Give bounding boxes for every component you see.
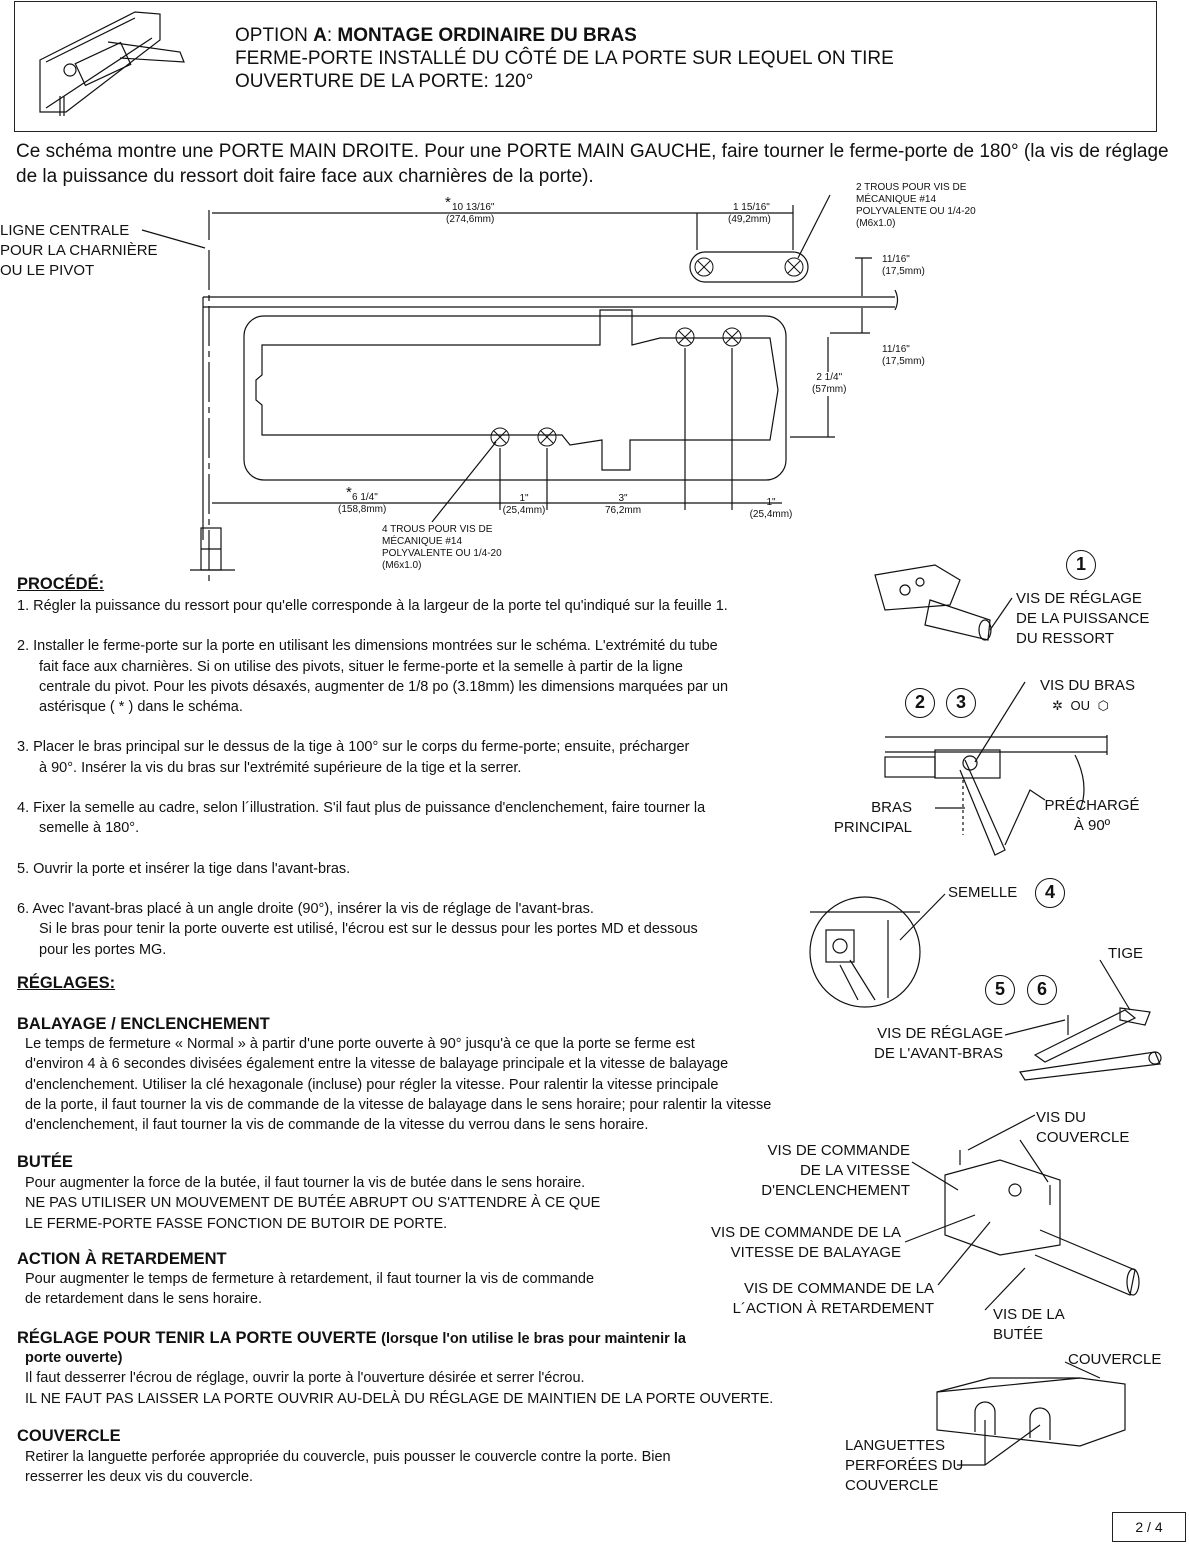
header-thumbnail-illustration (39, 11, 185, 116)
two-holes-note: 2 TROUS POUR VIS DE MÉCANIQUE #14 POLYVA… (856, 182, 976, 229)
label-precharge: PRÉCHARGÉ À 90º (1044, 797, 1140, 834)
label-vis-couvercle: VIS DU COUVERCLE (1036, 1109, 1130, 1146)
butee-text: Pour augmenter la force de la butée, il … (25, 1175, 601, 1232)
label-couvercle: COUVERCLE (1068, 1351, 1162, 1368)
procedure-heading: PROCÉDÉ: (17, 575, 105, 593)
label-vis-bras: VIS DU BRAS (1040, 677, 1136, 694)
screw-options: ✲ OU ⬡ (1052, 698, 1109, 714)
figure-number-6: 6 (1027, 975, 1057, 1005)
label-semelle: SEMELLE (948, 884, 1018, 901)
intro-text: Ce schéma montre une PORTE MAIN DROITE. … (16, 141, 1169, 187)
asterisk-mark-2: * (346, 484, 352, 501)
mounting-template-drawing (141, 194, 899, 585)
tenir-sub-2: porte ouverte) (25, 1350, 123, 1366)
dim-3: 3" 76,2mm (604, 493, 642, 516)
label-vis-avant-bras: VIS DE RÉGLAGE DE L'AVANT-BRAS (873, 1025, 1003, 1062)
figure-valves-illustration (904, 1114, 1140, 1311)
step-2: 2. Installer le ferme-porte sur la porte… (17, 638, 729, 716)
label-vis-ressort: VIS DE RÉGLAGE DE LA PUISSANCE DU RESSOR… (1016, 590, 1150, 647)
step-5: 5. Ouvrir la porte et insérer la tige da… (17, 860, 351, 877)
dim-1-a: 1" (25,4mm) (502, 493, 546, 516)
figure-number-4: 4 (1035, 878, 1065, 908)
label-bras-principal: BRAS PRINCIPAL (833, 799, 912, 836)
dim-11-16-lower: 11/16" (17,5mm) (882, 344, 925, 367)
figure-4-shoe-illustration (809, 893, 946, 1008)
asterisk-mark: * (445, 194, 451, 211)
header-title: OPTION A: MONTAGE ORDINAIRE DU BRAS FERM… (235, 24, 894, 93)
header-box (14, 1, 1157, 132)
label-languettes: LANGUETTES PERFORÉES DU COUVERCLE (845, 1437, 964, 1494)
balayage-text: Le temps de fermeture « Normal » à parti… (25, 1036, 772, 1134)
figure-number-3: 3 (946, 688, 976, 718)
step-4: 4. Fixer la semelle au cadre, selon l´il… (17, 800, 706, 837)
option-prefix: OPTION (235, 25, 314, 46)
page-number: 2 / 4 (1112, 1512, 1186, 1542)
four-holes-note: 4 TROUS POUR VIS DE MÉCANIQUE #14 POLYVA… (382, 524, 502, 571)
dim-top-long: 10 13/16" (274,6mm) (446, 202, 495, 225)
tenir-sub: (lorsque l'on utilise le bras pour maint… (381, 1331, 686, 1347)
balayage-title: BALAYAGE / ENCLENCHEMENT (17, 1015, 270, 1033)
couvercle-title: COUVERCLE (17, 1427, 121, 1445)
header-line-3: OUVERTURE DE LA PORTE: 120° (235, 71, 534, 92)
option-sep: : (326, 25, 338, 46)
procedure-steps: 1. Régler la puissance du ressort pour q… (17, 596, 847, 960)
dim-2-1-4: 2 1/4" (57mm) (812, 372, 847, 396)
figure-1-closer-illustration (874, 564, 1013, 641)
label-vis-retard: VIS DE COMMANDE DE LA L´ACTION À RETARDE… (732, 1280, 934, 1317)
header-line-2: FERME-PORTE INSTALLÉ DU CÔTÉ DE LA PORTE… (235, 48, 894, 69)
option-title: MONTAGE ORDINAIRE DU BRAS (337, 25, 637, 46)
retard-title: ACTION À RETARDEMENT (17, 1250, 227, 1268)
figure-cover-illustration (936, 1361, 1126, 1466)
label-tige: TIGE (1108, 945, 1144, 962)
label-ou: OU (1070, 698, 1091, 713)
figure-number-5: 5 (985, 975, 1015, 1005)
reglages-heading: RÉGLAGES: (17, 974, 116, 992)
step-6: 6. Avec l'avant-bras placé à un angle dr… (17, 900, 698, 958)
figure-5-6-forearm-illustration (1004, 959, 1162, 1081)
label-vis-balayage: VIS DE COMMANDE DE LA VITESSE DE BALAYAG… (710, 1224, 901, 1261)
retard-text: Pour augmenter le temps de fermeture à r… (25, 1271, 595, 1308)
dim-11-16-upper: 11/16" (17,5mm) (882, 254, 925, 277)
dim-top-short: 1 15/16" (49,2mm) (728, 202, 771, 225)
bolt-icon: ⬡ (1097, 698, 1110, 713)
step-1: 1. Régler la puissance du ressort pour q… (17, 598, 728, 614)
tenir-section: RÉGLAGE POUR TENIR LA PORTE OUVERTE (lor… (17, 1328, 877, 1409)
couvercle-text: Retirer la languette perforée appropriée… (25, 1449, 671, 1486)
figure-2-3-arm-illustration (884, 681, 1108, 856)
tenir-title: RÉGLAGE POUR TENIR LA PORTE OUVERTE (17, 1329, 377, 1347)
hinge-centreline-label: LIGNE CENTRALE POUR LA CHARNIÈRE OU LE P… (0, 222, 158, 279)
label-vis-butee: VIS DE LA BUTÉE (993, 1306, 1065, 1343)
step-3: 3. Placer le bras principal sur le dessu… (17, 739, 690, 776)
figure-number-1: 1 (1066, 550, 1096, 580)
figure-number-2: 2 (905, 688, 935, 718)
dim-1-b: 1" (25,4mm) (749, 497, 793, 520)
screw-icon: ✲ (1052, 698, 1063, 713)
dim-6-1-4: 6 1/4" (158,8mm) (338, 492, 387, 515)
option-letter: A (313, 25, 327, 46)
label-vis-enclenchement: VIS DE COMMANDE DE LA VITESSE D'ENCLENCH… (761, 1142, 910, 1199)
butee-title: BUTÉE (17, 1153, 73, 1171)
